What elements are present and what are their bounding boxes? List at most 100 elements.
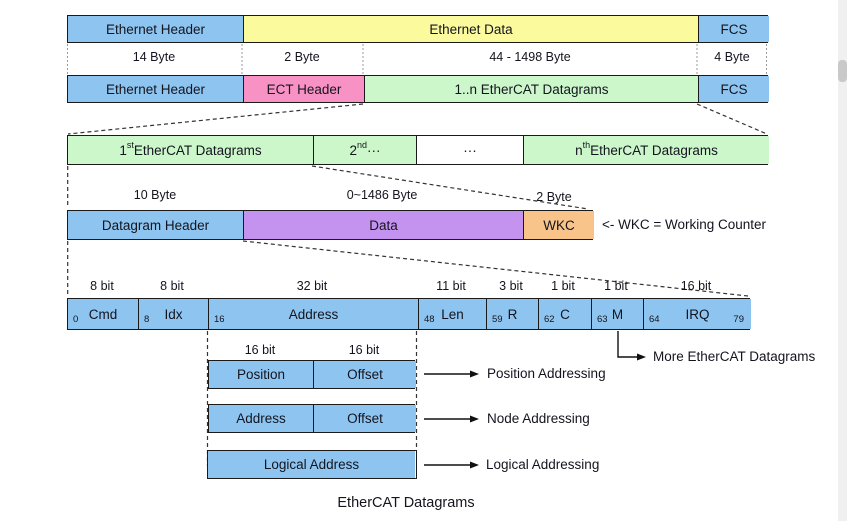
bitfield-r: 59 R — [486, 299, 538, 329]
bitfield-idx: 8 Idx — [138, 299, 208, 329]
box-position-offset: Offset — [313, 361, 416, 388]
superscript: st — [126, 140, 134, 150]
box-ellipsis: ··· — [416, 136, 523, 164]
label-11bit: 11 bit — [436, 279, 466, 293]
label-3bit: 3 bit — [499, 279, 523, 293]
box-label: Ethernet Header — [105, 81, 206, 97]
box-label: ··· — [463, 142, 477, 158]
wkc-note: <- WKC = Working Counter — [602, 217, 767, 232]
label-8bit-idx: 8 bit — [160, 279, 184, 293]
box-label: ECT Header — [266, 81, 342, 97]
bit-offset: 48 — [424, 314, 435, 325]
bit-offset: 16 — [214, 314, 225, 325]
box-label: Ethernet Header — [105, 21, 206, 37]
bit-offset: 64 — [649, 314, 660, 325]
box-logical-address: Logical Address — [208, 451, 415, 478]
box-label: FCS — [720, 21, 748, 37]
bit-offset: 62 — [544, 314, 555, 325]
bit-offset-end: 79 — [733, 314, 744, 325]
bitfield-cmd: 0 Cmd — [68, 299, 138, 329]
bit-offset: 59 — [492, 314, 503, 325]
box-datagram-header: Datagram Header — [68, 211, 243, 239]
ethercat-frame-row: Ethernet Header ECT Header 1..n EtherCAT… — [67, 75, 769, 103]
ethernet-frame-row: Ethernet Header Ethernet Data FCS — [67, 15, 769, 43]
label-0-1486-byte: 0~1486 Byte — [346, 188, 418, 202]
node-addressing-label: Node Addressing — [487, 411, 590, 426]
superscript: nd — [357, 140, 368, 150]
box-node-address: Address — [209, 405, 313, 432]
label-1bit-m: 1 bit — [604, 279, 628, 293]
box-1n-ethercat-datagrams: 1..n EtherCAT Datagrams — [364, 76, 698, 102]
box-label: Offset — [347, 411, 383, 426]
box-label: Len — [441, 306, 464, 322]
box-ect-header: ECT Header — [243, 76, 364, 102]
box-label: 1 — [119, 142, 127, 158]
bit-offset: 63 — [597, 314, 608, 325]
box-fcs-top: FCS — [698, 16, 769, 42]
box-label: IRQ — [685, 306, 710, 322]
box-label: WKC — [543, 217, 575, 233]
box-label: 2 — [349, 142, 357, 158]
superscript: th — [582, 140, 591, 150]
box-fcs-bottom: FCS — [698, 76, 769, 102]
box-position: Position — [209, 361, 313, 388]
label-32bit: 32 bit — [296, 279, 328, 293]
logical-addressing-label: Logical Addressing — [486, 457, 600, 472]
box-label: Logical Address — [263, 457, 360, 472]
label-44-1498-byte: 44 - 1498 Byte — [489, 50, 571, 64]
box-ethernet-header-top: Ethernet Header — [68, 16, 243, 42]
box-ethernet-data: Ethernet Data — [243, 16, 698, 42]
box-label: Ethernet Data — [429, 21, 513, 37]
box-label: R — [507, 306, 518, 322]
box-label: Datagram Header — [101, 217, 210, 233]
position-addressing-row: Position Offset — [208, 360, 416, 389]
bitfield-irq: 64 IRQ 79 — [643, 299, 751, 329]
box-label: Offset — [347, 367, 383, 382]
box-node-offset: Offset — [313, 405, 416, 432]
bit-offset: 0 — [73, 314, 79, 325]
label-16bit-left: 16 bit — [244, 343, 276, 357]
box-label: Cmd — [88, 306, 118, 322]
box-label: Idx — [164, 306, 183, 322]
box-label: Data — [369, 217, 398, 233]
label-16bit-irq: 16 bit — [680, 279, 712, 293]
more-datagrams-label: More EtherCAT Datagrams — [653, 349, 816, 364]
label-2-byte-top: 2 Byte — [284, 50, 320, 64]
box-label: EtherCAT Datagrams — [133, 142, 262, 158]
box-label: Address — [236, 411, 286, 426]
position-addressing-label: Position Addressing — [487, 366, 606, 381]
node-addressing-row: Address Offset — [208, 404, 416, 433]
box-label: EtherCAT Datagrams — [590, 142, 718, 158]
label-16bit-right: 16 bit — [348, 343, 380, 357]
label-1bit-c: 1 bit — [551, 279, 575, 293]
box-label: 1..n EtherCAT Datagrams — [454, 81, 609, 97]
box-label: ··· — [367, 142, 381, 158]
box-label: C — [560, 306, 570, 322]
scrollbar-thumb[interactable] — [838, 60, 847, 82]
box-label: FCS — [720, 81, 748, 97]
label-4-byte: 4 Byte — [714, 50, 750, 64]
single-datagram-row: Datagram Header Data WKC — [67, 210, 594, 240]
box-data: Data — [243, 211, 523, 239]
label-8bit-cmd: 8 bit — [90, 279, 114, 293]
label-2-byte-mid: 2 Byte — [536, 190, 572, 204]
box-ethernet-header-bottom: Ethernet Header — [68, 76, 243, 102]
bitfield-c: 62 C — [538, 299, 591, 329]
box-wkc: WKC — [523, 211, 594, 239]
bit-offset: 8 — [144, 314, 150, 325]
logical-addressing-row: Logical Address — [207, 450, 417, 479]
bitfield-len: 48 Len — [418, 299, 486, 329]
box-label: M — [611, 306, 624, 322]
scrollbar-track[interactable] — [838, 0, 847, 521]
label-10-byte: 10 Byte — [133, 188, 177, 202]
label-14-byte: 14 Byte — [132, 50, 176, 64]
box-label: n — [575, 142, 583, 158]
